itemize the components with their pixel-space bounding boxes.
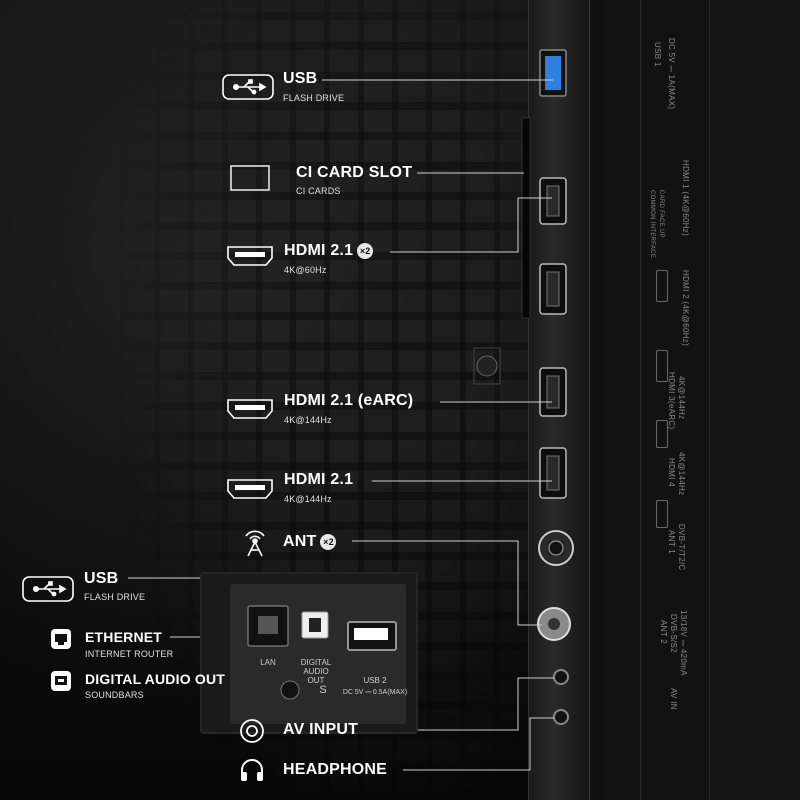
- count-badge: ×2: [320, 533, 337, 550]
- ci-sub: CI CARDS: [296, 186, 341, 196]
- ant-title: ANT×2: [283, 533, 337, 551]
- usb2-rating-label: DC 5V ⎓ 0.5A(MAX): [342, 689, 408, 696]
- side-hdmi-outline: [656, 500, 668, 528]
- av-title: AV INPUT: [283, 721, 359, 738]
- hdmi-earc-title: HDMI 2.1 (eARC): [284, 392, 414, 409]
- optical-title: DIGITAL AUDIO OUT: [85, 671, 226, 687]
- antenna-icon: [240, 526, 270, 563]
- leader-ant: [352, 540, 542, 626]
- headphone-title: HEADPHONE: [283, 761, 388, 778]
- lan-port: [247, 605, 289, 647]
- side-label-strip: [640, 0, 710, 800]
- hdmi-port: [539, 177, 567, 225]
- headphone-jack: [553, 709, 569, 725]
- usb-port-bottom: [347, 621, 397, 651]
- ethernet-sub: INTERNET ROUTER: [85, 649, 174, 659]
- satellite-connector: [537, 607, 571, 641]
- usb-port-top: [539, 49, 567, 97]
- leader-hdmi-x2: [390, 197, 552, 253]
- side-hdmi-outline: [656, 350, 668, 382]
- headphone-icon: [239, 758, 265, 787]
- hdmi-port: [539, 367, 567, 417]
- usb-top-title: USB: [283, 70, 318, 87]
- hdmi-icon: [226, 245, 274, 272]
- ci-title: CI CARD SLOT: [296, 164, 413, 181]
- hdmi-icon: [226, 478, 274, 505]
- leader-headphone: [403, 717, 554, 771]
- usb-bottom-sub: FLASH DRIVE: [84, 592, 146, 602]
- usb-top-sub: FLASH DRIVE: [283, 93, 345, 103]
- usb-icon: [222, 74, 274, 105]
- av-icon: [239, 718, 265, 749]
- usb-icon: [22, 576, 74, 607]
- mount-bracket: [473, 347, 501, 385]
- ethernet-icon: [50, 628, 72, 655]
- count-badge: ×2: [357, 242, 374, 259]
- hdmi-sub: 4K@144Hz: [284, 494, 332, 504]
- hdmi-port: [539, 447, 567, 499]
- speaker-grille-texture: [120, 0, 540, 800]
- mount-screw: [476, 355, 498, 377]
- hdmi-x2-title: HDMI 2.1×2: [284, 242, 374, 260]
- usb-bottom-title: USB: [84, 570, 119, 587]
- optical-icon: [50, 670, 72, 697]
- hdmi-earc-sub: 4K@144Hz: [284, 415, 332, 425]
- optical-sub: SOUNDBARS: [85, 690, 144, 700]
- hdmi-x2-sub: 4K@60Hz: [284, 265, 327, 275]
- hdmi-port: [539, 263, 567, 315]
- hdmi-title: HDMI 2.1: [284, 471, 354, 488]
- ci-card-slot: [521, 117, 531, 319]
- side-hdmi-outline: [656, 420, 668, 448]
- card-slot-icon: [230, 165, 270, 196]
- side-hdmi-outline: [656, 270, 668, 302]
- digital-audio-out-label: DIGITAL AUDIO OUT: [300, 658, 332, 685]
- s-mark: S: [319, 684, 327, 696]
- ethernet-title: ETHERNET: [85, 629, 163, 645]
- av-jack: [553, 669, 569, 685]
- leader-av: [372, 677, 554, 731]
- panel-screw: [280, 680, 300, 700]
- antenna-connector: [538, 530, 574, 566]
- lan-label: LAN: [260, 658, 276, 667]
- usb2-label: USB 2: [363, 676, 387, 685]
- optical-port: [301, 611, 329, 639]
- hdmi-icon: [226, 398, 274, 425]
